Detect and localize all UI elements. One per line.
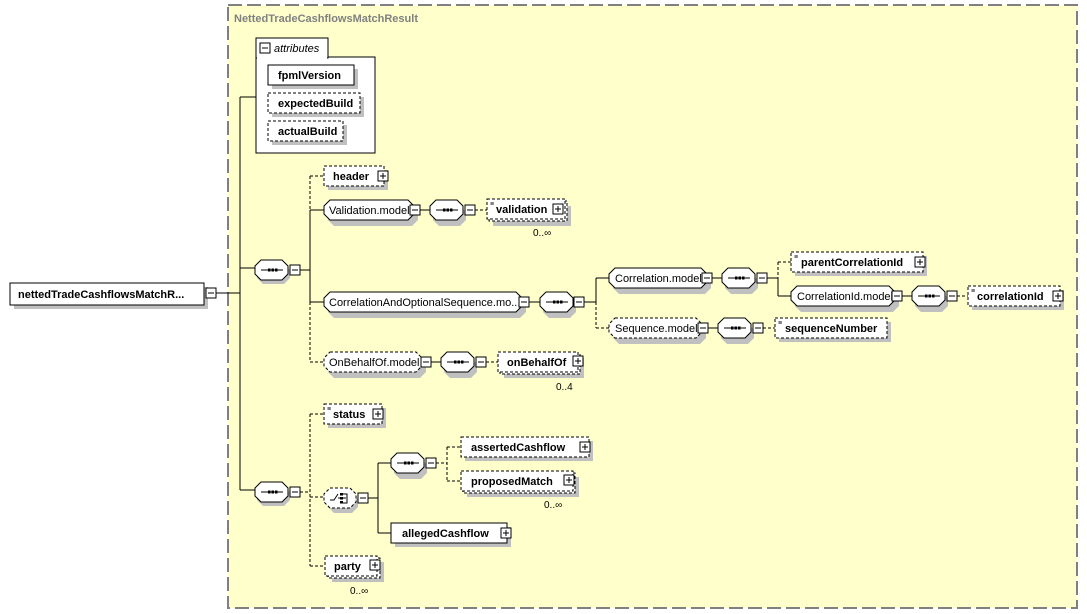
svg-text:status: status	[333, 409, 365, 421]
svg-text:assertedCashflow: assertedCashflow	[471, 442, 566, 454]
element-parentCorrelationId[interactable]: ≡ parentCorrelationId	[790, 251, 927, 276]
sequence-compositor-2	[254, 481, 290, 506]
correlationId-expand-toggle[interactable]	[1052, 290, 1064, 302]
proposedMatch-occurrence: 0..∞	[544, 500, 562, 511]
attribute-expectedBuild[interactable]: expectedBuild	[267, 92, 364, 117]
element-status[interactable]: ≡ status	[323, 403, 386, 428]
sequence-2-toggle[interactable]	[289, 486, 301, 498]
svg-text:≡: ≡	[971, 288, 975, 295]
svg-text:fpmlVersion: fpmlVersion	[278, 70, 341, 82]
proposedMatch-expand-toggle[interactable]	[563, 474, 575, 486]
attribute-fpmlVersion[interactable]: fpmlVersion	[267, 64, 358, 89]
root-collapse-toggle[interactable]	[205, 287, 217, 299]
sequence-correlation-toggle[interactable]	[756, 272, 768, 284]
validation-expand-toggle[interactable]	[552, 203, 564, 215]
svg-text:≡: ≡	[327, 406, 331, 413]
svg-text:Validation.model: Validation.model	[329, 205, 410, 217]
svg-text:≡: ≡	[778, 320, 782, 327]
svg-text:header: header	[333, 171, 370, 183]
element-assertedCashflow[interactable]: assertedCashflow	[460, 436, 593, 461]
sequence-compositor-validation	[429, 199, 466, 226]
choice-compositor	[323, 487, 358, 513]
validation-model-toggle[interactable]	[409, 204, 421, 216]
svg-text:≡: ≡	[794, 254, 798, 261]
sequence-1-toggle[interactable]	[289, 264, 301, 276]
status-expand-toggle[interactable]	[372, 408, 384, 420]
svg-text:expectedBuild: expectedBuild	[278, 98, 353, 110]
svg-text:≡: ≡	[490, 201, 494, 208]
root-element[interactable]: nettedTradeCashflowsMatchR...	[9, 282, 208, 309]
svg-text:OnBehalfOf.model: OnBehalfOf.model	[329, 357, 420, 369]
party-occurrence: 0..∞	[350, 586, 368, 597]
parentCorrelationId-expand-toggle[interactable]	[914, 256, 926, 268]
root-element-label: nettedTradeCashflowsMatchR...	[18, 289, 184, 301]
element-validation[interactable]: ≡ validation	[486, 198, 571, 226]
correlation-model-toggle[interactable]	[701, 272, 713, 284]
group-sequence-model[interactable]: Sequence.model	[608, 317, 706, 344]
element-header[interactable]: header	[323, 165, 388, 190]
element-onBehalfOf[interactable]: onBehalfOf	[497, 351, 584, 378]
svg-text:onBehalfOf: onBehalfOf	[507, 357, 567, 369]
attributes-group: attributes fpmlVersion expectedBuild act…	[255, 37, 376, 154]
group-onBehalfOf-model[interactable]: OnBehalfOf.model	[323, 351, 426, 378]
svg-text:Correlation.model: Correlation.model	[615, 273, 702, 285]
header-expand-toggle[interactable]	[377, 170, 389, 182]
attributes-label: attributes	[274, 43, 320, 55]
allegedCashflow-expand-toggle[interactable]	[500, 527, 512, 539]
onBehalfOf-expand-toggle[interactable]	[572, 355, 584, 367]
element-sequenceNumber[interactable]: ≡ sequenceNumber	[774, 317, 891, 342]
svg-text:party: party	[334, 561, 362, 573]
group-correlation-model[interactable]: Correlation.model	[608, 267, 711, 294]
sequence-compositor-correlation-seq	[539, 291, 576, 318]
group-correlation-and-optional-sequence-model[interactable]: CorrelationAndOptionalSequence.mo...	[323, 291, 526, 318]
svg-text:CorrelationId.model: CorrelationId.model	[797, 291, 893, 303]
sequence-compositor-inner	[390, 452, 427, 479]
attribute-actualBuild[interactable]: actualBuild	[267, 120, 347, 145]
choice-toggle[interactable]	[357, 492, 369, 504]
onBehalfOf-model-toggle[interactable]	[420, 356, 432, 368]
sequence-model-toggle[interactable]	[697, 322, 709, 334]
element-allegedCashflow[interactable]: allegedCashflow	[390, 522, 511, 547]
svg-text:proposedMatch: proposedMatch	[471, 476, 553, 488]
svg-text:sequenceNumber: sequenceNumber	[785, 323, 878, 335]
attributes-collapse-toggle[interactable]	[259, 42, 271, 54]
svg-text:allegedCashflow: allegedCashflow	[402, 528, 489, 540]
element-proposedMatch[interactable]: proposedMatch	[460, 470, 579, 497]
sequence-compositor-sequence	[717, 317, 754, 344]
svg-text:CorrelationAndOptionalSequence: CorrelationAndOptionalSequence.mo...	[329, 297, 520, 309]
sequence-compositor-onBehalfOf	[440, 351, 477, 378]
sequence-compositor-correlation	[721, 267, 758, 294]
group-correlationId-model[interactable]: CorrelationId.model	[790, 285, 899, 312]
sequence-inner-toggle[interactable]	[425, 457, 437, 469]
correlationId-model-toggle[interactable]	[891, 290, 903, 302]
svg-text:actualBuild: actualBuild	[278, 126, 337, 138]
complex-type-title: NettedTradeCashflowsMatchResult	[234, 13, 418, 25]
validation-occurrence: 0..∞	[533, 228, 551, 239]
correlation-seq-model-toggle[interactable]	[518, 296, 530, 308]
group-validation-model[interactable]: Validation.model	[323, 199, 418, 226]
sequence-onBehalfOf-toggle[interactable]	[475, 356, 487, 368]
sequence-compositor-correlationId	[911, 285, 948, 312]
sequence-correlationId-toggle[interactable]	[946, 290, 958, 302]
sequence-correlation-seq-toggle[interactable]	[573, 296, 585, 308]
party-expand-toggle[interactable]	[369, 559, 381, 571]
sequence-sequence-toggle[interactable]	[752, 322, 764, 334]
svg-text:validation: validation	[496, 204, 548, 216]
svg-text:parentCorrelationId: parentCorrelationId	[801, 257, 903, 269]
element-correlationId[interactable]: ≡ correlationId	[967, 285, 1064, 310]
svg-text:correlationId: correlationId	[977, 291, 1044, 303]
sequence-validation-toggle[interactable]	[464, 204, 476, 216]
assertedCashflow-expand-toggle[interactable]	[579, 441, 591, 453]
onBehalfOf-occurrence: 0..4	[556, 382, 573, 393]
sequence-compositor-1	[254, 259, 290, 284]
svg-text:Sequence.model: Sequence.model	[615, 323, 698, 335]
